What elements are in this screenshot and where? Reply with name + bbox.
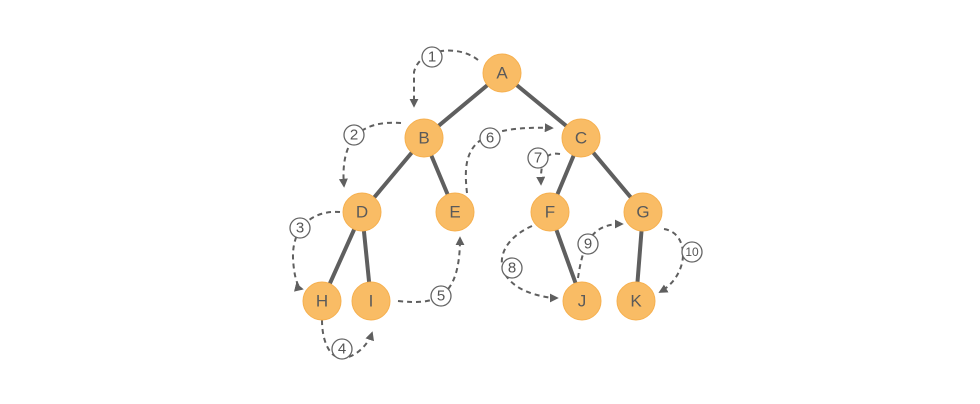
tree-node-A: A: [482, 53, 522, 93]
node-label-K: K: [630, 292, 642, 311]
node-label-H: H: [316, 292, 328, 311]
step-marker-1: 1: [421, 46, 443, 68]
traversal-arrow-7: [536, 152, 561, 186]
tree-node-K: K: [616, 281, 656, 321]
tree-node-H: H: [302, 281, 342, 321]
traversal-arrow-3: [291, 210, 341, 292]
node-label-G: G: [636, 203, 649, 222]
step-marker-8: 8: [501, 257, 523, 279]
traversal-arrow-1: [409, 49, 479, 108]
step-marker-6: 6: [479, 127, 501, 149]
node-label-I: I: [369, 292, 374, 311]
step-marker-9: 9: [577, 233, 599, 255]
node-label-A: A: [496, 64, 508, 83]
node-label-E: E: [449, 203, 460, 222]
step-number-10: 10: [685, 245, 699, 259]
tree-nodes: A B C D E F G H: [302, 53, 663, 321]
tree-node-C: C: [561, 118, 601, 158]
tree-node-I: I: [351, 281, 391, 321]
tree-node-F: F: [530, 192, 570, 232]
step-number-9: 9: [584, 236, 592, 253]
traversal-arrow-8: [500, 225, 559, 303]
node-label-C: C: [575, 129, 587, 148]
step-number-8: 8: [508, 260, 516, 277]
step-marker-3: 3: [289, 217, 311, 239]
step-number-3: 3: [296, 220, 304, 237]
step-number-6: 6: [486, 130, 494, 147]
tree-node-E: E: [435, 192, 475, 232]
step-number-1: 1: [428, 49, 436, 66]
tree-edges: [320, 71, 645, 303]
step-marker-7: 7: [527, 147, 549, 169]
tree-node-D: D: [342, 192, 382, 232]
node-label-D: D: [356, 203, 368, 222]
step-number-7: 7: [534, 150, 542, 167]
tree-node-G: G: [623, 192, 663, 232]
step-marker-10: 10: [681, 241, 703, 263]
node-label-J: J: [578, 292, 587, 311]
step-number-5: 5: [437, 288, 445, 305]
node-label-F: F: [545, 203, 555, 222]
step-marker-2: 2: [343, 124, 365, 146]
node-label-B: B: [418, 129, 429, 148]
traversal-step-markers: 1 2 3 4 5 6 7 8: [289, 46, 703, 360]
tree-node-J: J: [562, 281, 602, 321]
step-marker-4: 4: [331, 338, 353, 360]
tree-node-B: B: [404, 118, 444, 158]
traversal-arrow-10: [658, 228, 684, 293]
step-number-4: 4: [338, 341, 346, 358]
step-number-2: 2: [350, 127, 358, 144]
step-marker-5: 5: [430, 285, 452, 307]
